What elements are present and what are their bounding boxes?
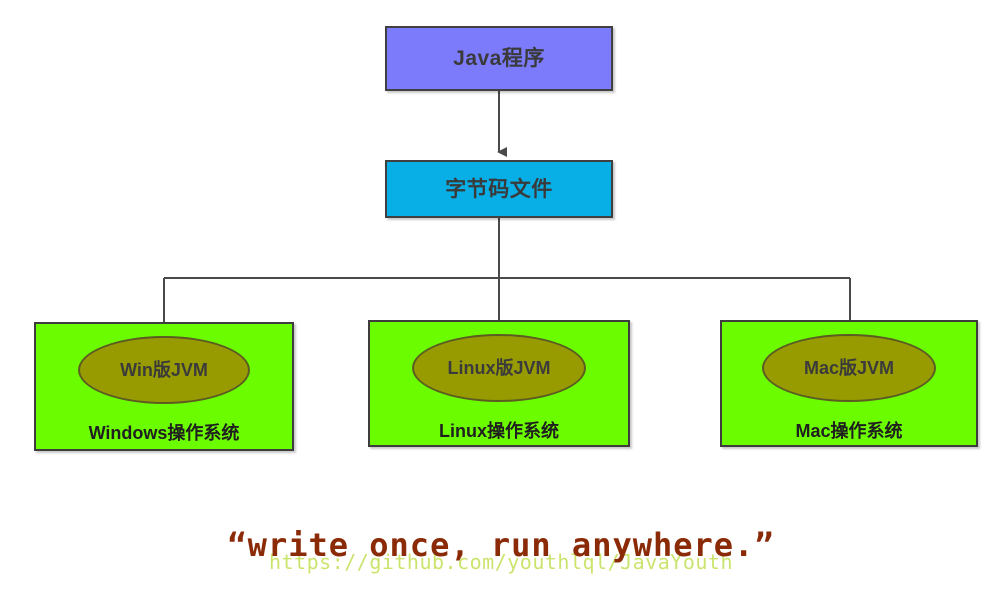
jvm-label-linux: Linux版JVM: [447, 358, 551, 378]
os-name-windows: Windows操作系统: [88, 423, 240, 443]
node-java-program-label: Java程序: [453, 47, 545, 70]
watermark-url: https://github.com/youthlql/JavaYouth: [268, 550, 734, 574]
jvm-ellipse-windows: Win版JVM: [78, 336, 250, 404]
node-bytecode-file: 字节码文件: [385, 160, 613, 218]
caption-quote-container: “write once, run anywhere.”: [0, 526, 1002, 564]
jvm-ellipse-linux: Linux版JVM: [412, 334, 586, 402]
os-name-mac: Mac操作系统: [795, 421, 903, 441]
node-java-program: Java程序: [385, 26, 613, 91]
jvm-ellipse-mac: Mac版JVM: [762, 334, 936, 402]
platform-box-windows: [34, 322, 294, 451]
node-bytecode-file-label: 字节码文件: [445, 177, 553, 201]
caption-quote-text: “write once, run anywhere.”: [227, 526, 775, 564]
os-name-linux: Linux操作系统: [439, 421, 559, 441]
jvm-label-mac: Mac版JVM: [803, 358, 895, 378]
jvm-label-windows: Win版JVM: [120, 360, 208, 380]
